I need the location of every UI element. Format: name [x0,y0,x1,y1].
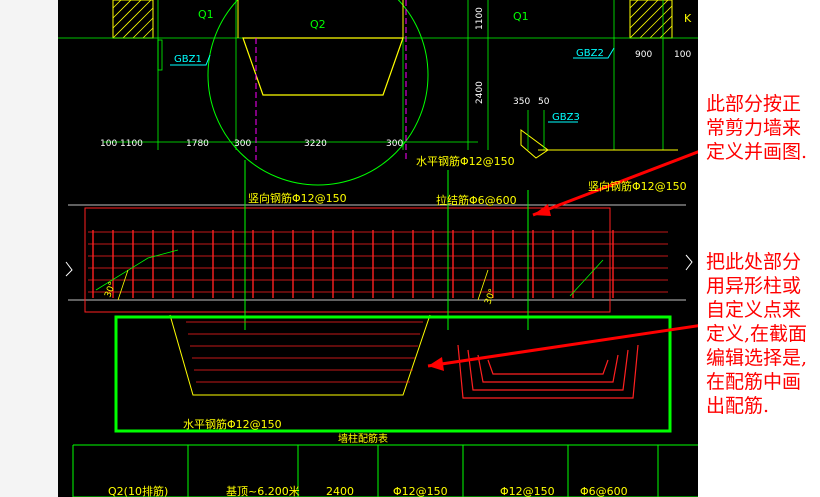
dim-1780: 1780 [186,139,209,149]
q2-top-label: Q2 [310,18,326,31]
dim-1100: 1100 [120,139,143,149]
wall-section [65,160,693,330]
dim-50: 50 [538,97,550,107]
table-cell-4: Φ12@150 [393,485,448,497]
irregular-section [169,314,639,399]
axis-lines [58,0,698,150]
rebar-vertical-left: 竖向钢筋Φ12@150 [248,191,347,205]
table-cell-6: Φ6@600 [580,485,628,497]
table-cell-5: Φ12@150 [500,485,555,497]
dim-100-left: 100 [100,139,117,149]
gbz2-marker [573,47,615,59]
dim-100-right: 100 [674,50,691,60]
dim-900: 900 [635,50,652,60]
rebar-horizontal-top: 水平钢筋Φ12@150 [416,154,515,168]
angle-right: 30° [483,288,498,306]
dim-300-b: 300 [386,139,403,149]
dim-3220: 3220 [304,139,327,149]
table-cell-2: 基顶~6.200米 [226,485,300,497]
dim-300-a: 300 [234,139,251,149]
rebar-horizontal-bottom: 水平钢筋Φ12@150 [183,417,282,431]
cad-drawing-canvas: Q1 Q2 Q1 K GBZ1 GBZ2 GBZ3 100 1100 1780 … [58,0,698,497]
angle-left: 30° [103,281,118,299]
table-cell-3: 2400 [326,485,354,497]
hatched-wall-right [629,0,673,39]
gbz3-label: GBZ3 [552,112,580,123]
highlight-box [114,315,672,433]
dim-v2400: 2400 [475,81,485,104]
leader-arrow-1 [532,150,698,217]
gbz1-label: GBZ1 [174,54,202,65]
cad-drawing: Q1 Q2 Q1 K GBZ1 GBZ2 GBZ3 100 1100 1780 … [58,0,698,497]
q1-right-label: Q1 [513,10,529,23]
rebar-table [72,444,698,497]
gbz2-label: GBZ2 [576,48,604,59]
table-cell-1: Q2(10排筋) [108,484,168,497]
gbz1-marker [157,39,211,71]
rebar-vertical-right: 竖向钢筋Φ12@150 [588,179,687,193]
annotation-irregular-column: 把此处部分用异形柱或自定义点来定义,在截面编辑选择是,在配筋中画出配筋. [706,251,808,417]
table-title: 墙柱配筋表 [338,432,388,445]
page-margin [0,0,58,497]
q1-left-label: Q1 [198,8,214,21]
dim-v1100: 1100 [475,7,485,30]
leader-arrow-2 [427,324,698,368]
pit-outline [242,37,404,96]
dim-350: 350 [513,97,530,107]
rebar-tie: 拉结筋Φ6@600 [436,193,517,207]
k-partial-label: K [684,12,692,25]
annotation-shear-wall: 此部分按正常剪力墙来定义并画图. [706,93,808,163]
circular-shaft [207,0,429,186]
gbz3-marker [520,110,578,159]
hatched-wall-left [112,0,154,39]
